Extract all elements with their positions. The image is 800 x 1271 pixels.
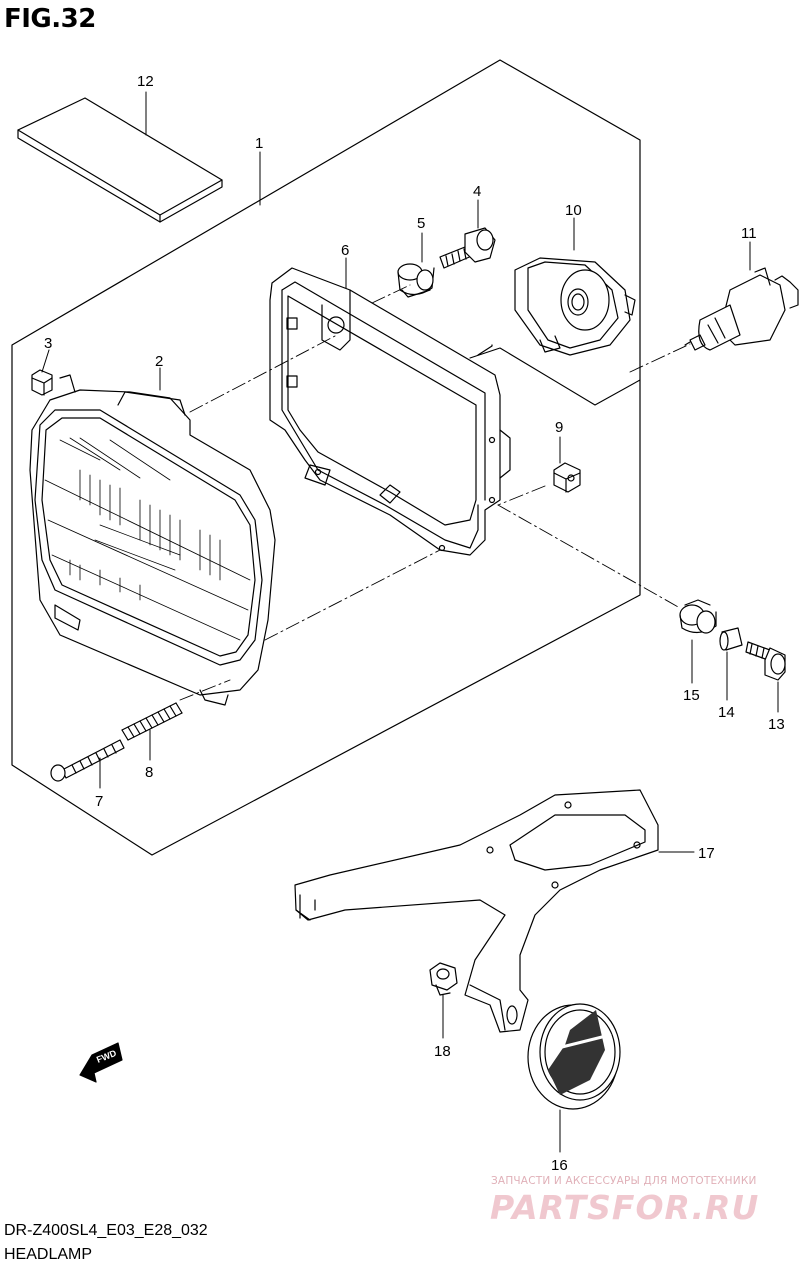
callout-9: 9 <box>555 419 563 436</box>
part-2-headlamp-unit <box>29 374 276 706</box>
callout-7: 7 <box>95 793 103 810</box>
leader-lines <box>41 91 779 1153</box>
part-15-grommet <box>679 599 717 634</box>
assembly-boundary-notch <box>477 344 493 356</box>
callout-15: 15 <box>683 687 700 704</box>
callout-labels: 12 1 3 2 6 5 4 10 11 9 7 8 15 14 13 17 1… <box>44 73 785 1174</box>
callout-1: 1 <box>255 135 263 152</box>
callout-4: 4 <box>473 183 481 200</box>
callout-8: 8 <box>145 764 153 781</box>
part-9-clip-nut <box>553 462 581 493</box>
part-8-spring <box>121 702 183 741</box>
part-3-clip-nut <box>31 369 53 396</box>
callout-18: 18 <box>434 1043 451 1060</box>
model-code: DR-Z400SL4_E03_E28_032 <box>4 1222 208 1239</box>
callout-6: 6 <box>341 242 349 259</box>
callout-11: 11 <box>741 225 757 242</box>
part-18-nut <box>429 962 458 996</box>
callout-12: 12 <box>137 73 154 90</box>
fwd-arrow-icon: FWD <box>79 1042 123 1083</box>
part-17-bracket <box>294 789 659 1033</box>
part-5-grommet <box>397 263 435 298</box>
part-12-label-plate <box>17 97 223 223</box>
part-14-collar <box>719 627 743 651</box>
callout-13: 13 <box>768 716 785 733</box>
watermark-tagline: ЗАПЧАСТИ И АКСЕССУАРЫ ДЛЯ МОТОТЕХНИКИ <box>491 1175 757 1187</box>
callout-5: 5 <box>417 215 425 232</box>
callout-17: 17 <box>698 845 715 862</box>
assembly-boundary <box>11 59 641 856</box>
callout-14: 14 <box>718 704 735 721</box>
part-11-bulb <box>684 267 799 351</box>
watermark-site: PARTSFOR.RU <box>490 1188 760 1227</box>
part-16-reflector <box>527 1003 621 1110</box>
part-4-screw <box>439 227 496 269</box>
part-7-screw <box>50 739 125 782</box>
callout-10: 10 <box>565 202 582 219</box>
callout-2: 2 <box>155 353 163 370</box>
callout-3: 3 <box>44 335 52 352</box>
part-6-housing-frame <box>269 267 511 556</box>
part-13-bolt <box>745 641 786 681</box>
figure-title: FIG.32 <box>4 4 96 34</box>
part-10-bulb-socket <box>514 257 636 356</box>
figure-name: HEADLAMP <box>4 1246 93 1263</box>
alignment-lines <box>179 284 691 701</box>
callout-16: 16 <box>551 1157 568 1174</box>
